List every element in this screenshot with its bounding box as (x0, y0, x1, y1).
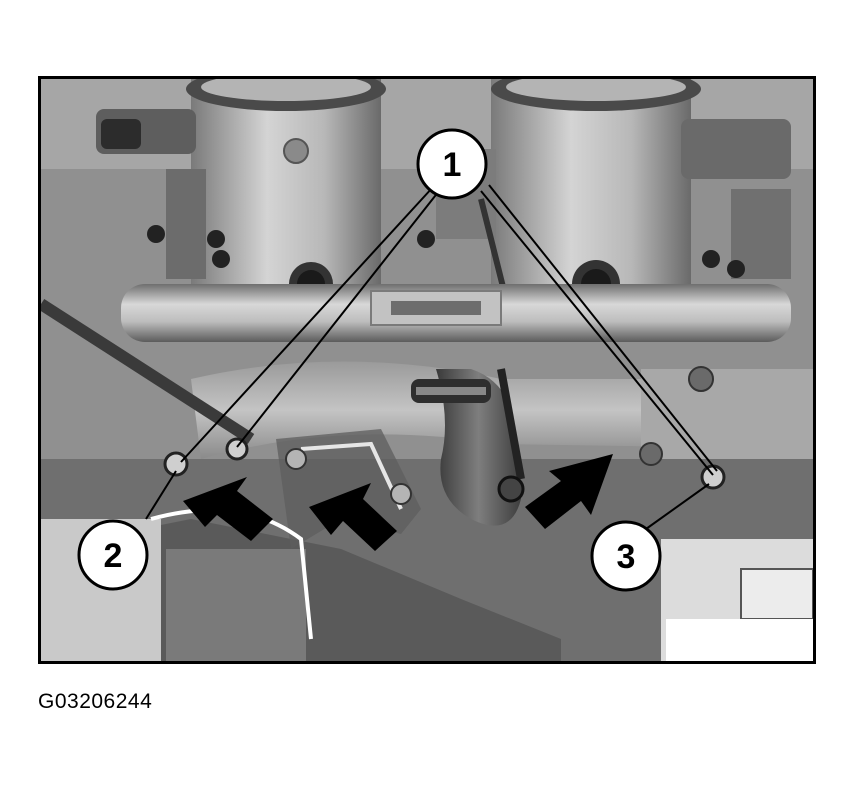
dipstick-tube (41, 298, 255, 445)
arrow-3 (525, 454, 613, 529)
fuel-rail (121, 284, 791, 342)
engine-photo-drawing: 1 2 3 (41, 79, 813, 661)
coolant-hose (411, 368, 525, 526)
figure-id-label: G03206244 (38, 690, 153, 713)
callout-3-label: 3 (617, 538, 636, 576)
arrow-1 (183, 477, 273, 541)
arrow-2 (309, 483, 397, 551)
engine-photo: 1 2 3 (38, 76, 816, 664)
callout-1: 1 (416, 128, 488, 200)
bolt-1a (225, 437, 249, 461)
bolt-2 (163, 451, 189, 477)
bolt-3 (700, 464, 726, 490)
callout-2: 2 (77, 519, 149, 591)
throttle-body-left (186, 79, 386, 306)
callout-3: 3 (590, 520, 662, 592)
callout-2-label: 2 (104, 537, 123, 575)
callout-1-label: 1 (443, 146, 462, 184)
callout-leaders (145, 184, 718, 530)
throttle-body-right (491, 79, 701, 308)
manifold-bracket (150, 429, 421, 640)
